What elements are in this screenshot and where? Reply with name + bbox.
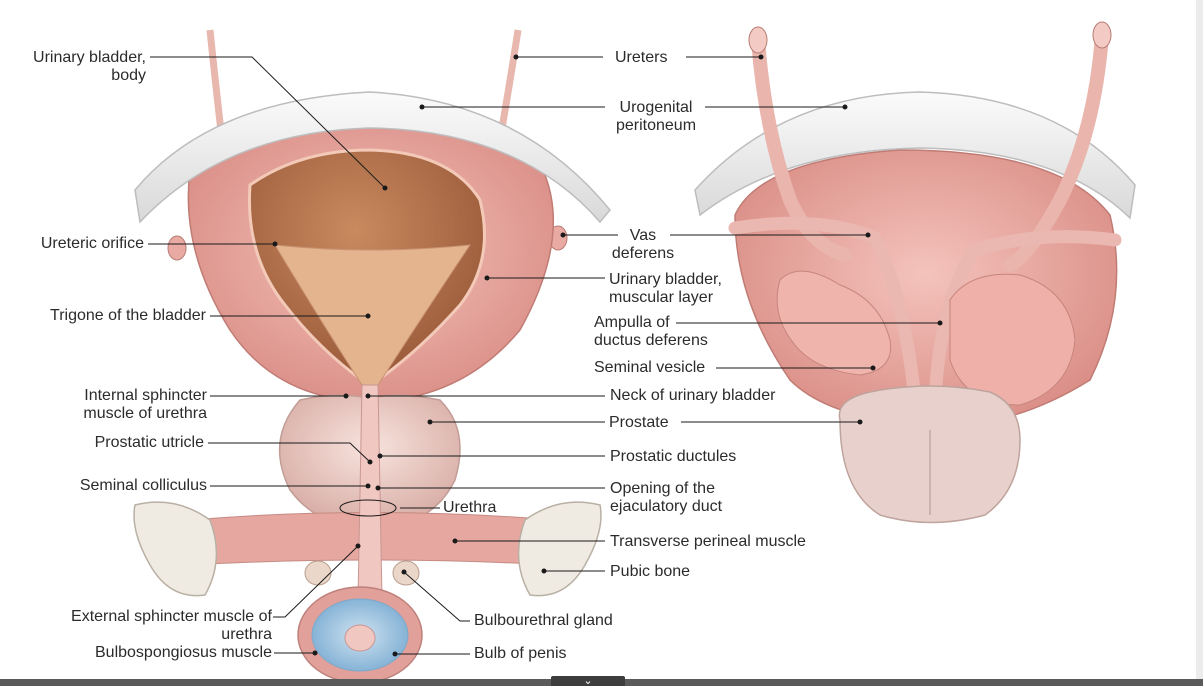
label-vas-line2: deferens	[611, 245, 675, 262]
label-prostatic-ductules: Prostatic ductules	[610, 448, 737, 465]
left-peritoneum	[134, 91, 611, 224]
bulbourethral-gland-a	[304, 560, 332, 586]
label-ejaculatory-opening: Opening of the ejaculatory duct	[610, 480, 722, 516]
label-vas-deferens: Vas deferens	[601, 227, 685, 263]
label-ejaculatory-line1: Opening of the	[610, 480, 715, 497]
label-bulbospongiosus: Bulbospongiosus muscle	[95, 644, 272, 661]
label-trigone: Trigone of the bladder	[50, 307, 206, 324]
label-peritoneum-line2: peritoneum	[615, 117, 697, 134]
left-vas-stub-a	[167, 235, 187, 261]
right-vas-b	[928, 230, 1122, 407]
label-ampulla-line1: Ampulla of	[594, 314, 670, 331]
label-bulb-of-penis: Bulb of penis	[474, 645, 567, 662]
urethra-shape	[357, 384, 383, 601]
pointer-dots	[272, 54, 943, 657]
leader-external-sphincter	[273, 545, 359, 618]
label-external-sphincter-line2: urethra	[221, 626, 272, 643]
label-ampulla-line2: ductus deferens	[594, 332, 708, 349]
urethra-ring	[339, 499, 397, 517]
label-transverse-perineal: Transverse perineal muscle	[610, 533, 806, 550]
label-prostatic-utricle: Prostatic utricle	[94, 434, 204, 451]
label-bladder-body-line2: body	[111, 67, 146, 84]
label-neck-of-bladder: Neck of urinary bladder	[610, 387, 776, 404]
label-bulbourethral-gland: Bulbourethral gland	[474, 612, 613, 629]
label-ureteric-orifice: Ureteric orifice	[40, 235, 144, 252]
label-internal-sphincter-line1: Internal sphincter	[84, 387, 207, 404]
chevron-down-icon[interactable]: ⌄	[551, 676, 625, 687]
label-ejaculatory-line2: ejaculatory duct	[610, 498, 723, 515]
label-muscular-line1: Urinary bladder,	[609, 271, 722, 288]
pubic-bone-right	[517, 501, 602, 597]
label-prostate: Prostate	[609, 414, 669, 431]
pubic-bone-left	[133, 501, 218, 597]
label-bladder-body-line1: Urinary bladder,	[33, 49, 146, 66]
left-ureter-b	[496, 29, 522, 141]
label-external-sphincter: External sphincter muscle of urethra	[10, 608, 272, 644]
label-seminal-vesicle: Seminal vesicle	[594, 359, 706, 376]
left-ureter-a	[206, 29, 226, 141]
right-peritoneum	[694, 91, 1136, 220]
right-specimen	[694, 21, 1136, 524]
label-ureters: Ureters	[615, 49, 668, 66]
label-pubic-bone: Pubic bone	[610, 563, 691, 580]
label-vas-line1: Vas	[629, 227, 657, 244]
label-urogenital-peritoneum: Urogenital peritoneum	[611, 99, 701, 135]
viewer-scroll-edge[interactable]	[1196, 0, 1203, 686]
trigone-shape	[274, 244, 472, 386]
right-ureter-b	[1003, 28, 1109, 272]
label-seminal-colliculus: Seminal colliculus	[79, 477, 207, 494]
label-ampulla: Ampulla of ductus deferens	[594, 314, 708, 350]
label-muscular-line2: muscular layer	[609, 289, 714, 306]
leader-bladder-body	[150, 56, 386, 189]
label-peritoneum-line1: Urogenital	[619, 99, 693, 116]
right-vas-a	[728, 216, 922, 407]
left-specimen	[133, 29, 611, 684]
leader-bulbourethral	[403, 571, 470, 622]
label-urethra: Urethra	[443, 499, 497, 516]
right-ureter-a-end	[748, 26, 768, 54]
label-bladder-body: Urinary bladder, body	[10, 49, 146, 85]
right-ureter-a	[751, 33, 852, 262]
label-internal-sphincter: Internal sphincter muscle of urethra	[10, 387, 207, 423]
right-ureter-b-end	[1092, 21, 1112, 49]
bulb-urethra	[344, 624, 376, 652]
label-external-sphincter-line1: External sphincter muscle of	[71, 608, 272, 625]
leader-prostatic-utricle	[208, 442, 371, 463]
label-internal-sphincter-line2: muscle of urethra	[83, 405, 207, 422]
leader-lines	[148, 56, 940, 655]
label-muscular-layer: Urinary bladder, muscular layer	[609, 271, 722, 307]
